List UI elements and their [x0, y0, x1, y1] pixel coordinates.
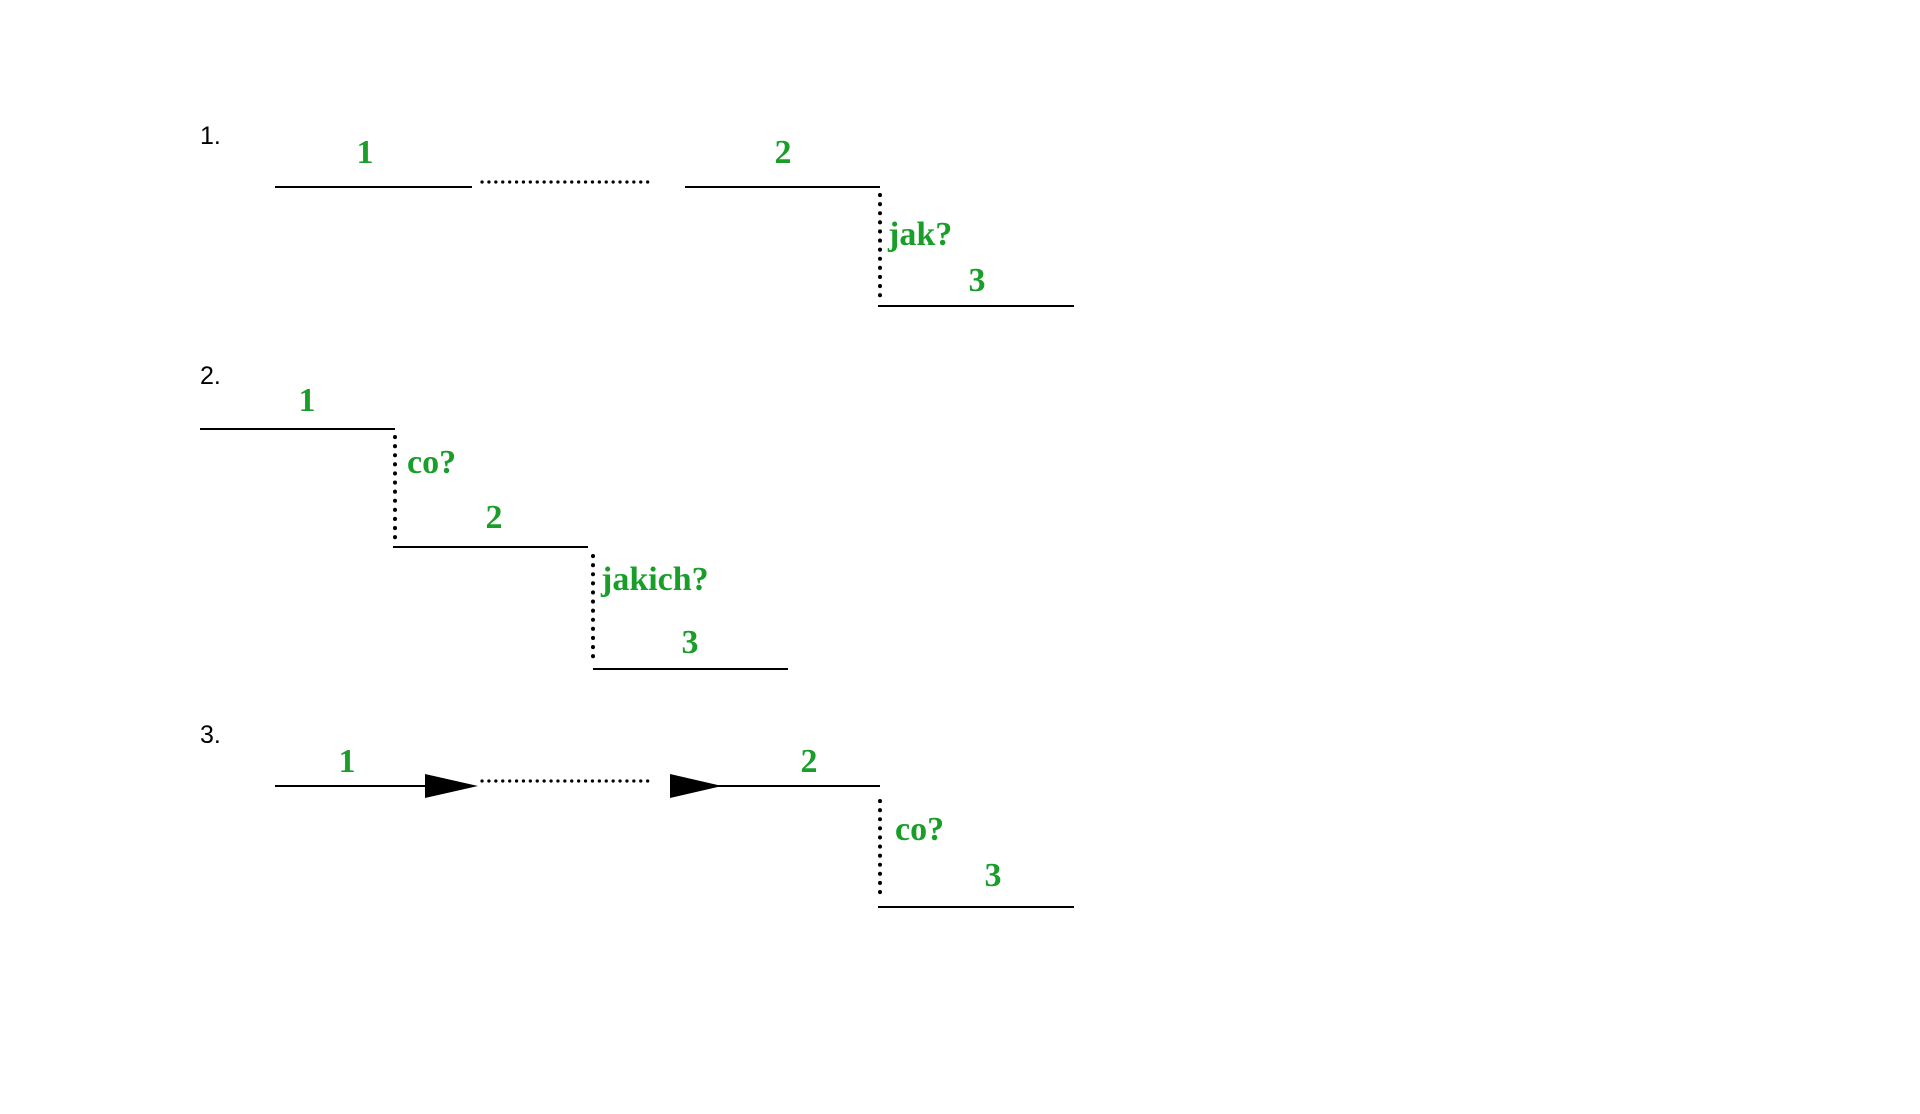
diagram-1: 1. 1 2 jak? 3 — [200, 122, 1074, 307]
diagram-2-question-2: jakich? — [600, 561, 709, 598]
diagram-3: 3. 1 2 co? 3 — [200, 721, 1074, 908]
diagram-1-slot-3-label: 3 — [969, 262, 986, 299]
diagram-1-number: 1. — [200, 122, 221, 150]
diagram-2-slot-1-label: 1 — [299, 382, 316, 419]
diagram-2-question-1: co? — [407, 444, 456, 481]
diagram-1-question-1: jak? — [887, 216, 952, 253]
diagram-2-slot-2-label: 2 — [486, 499, 503, 536]
diagram-2-number: 2. — [200, 362, 221, 390]
diagram-3-slot-3-label: 3 — [985, 857, 1002, 894]
diagram-3-question-1: co? — [895, 811, 944, 848]
diagram-3-slot-2-label: 2 — [801, 743, 818, 780]
diagram-3-slot-1-label: 1 — [339, 743, 356, 780]
diagram-1-slot-2-label: 2 — [775, 134, 792, 171]
diagram-2: 2. 1 co? 2 jakich? 3 — [200, 362, 788, 670]
diagram-3-arrow-2-icon — [670, 774, 722, 798]
diagram-3-arrow-1-icon — [425, 774, 478, 798]
diagram-2-slot-3-label: 3 — [682, 624, 699, 661]
diagram-1-slot-1-label: 1 — [357, 134, 374, 171]
diagram-3-number: 3. — [200, 721, 221, 749]
